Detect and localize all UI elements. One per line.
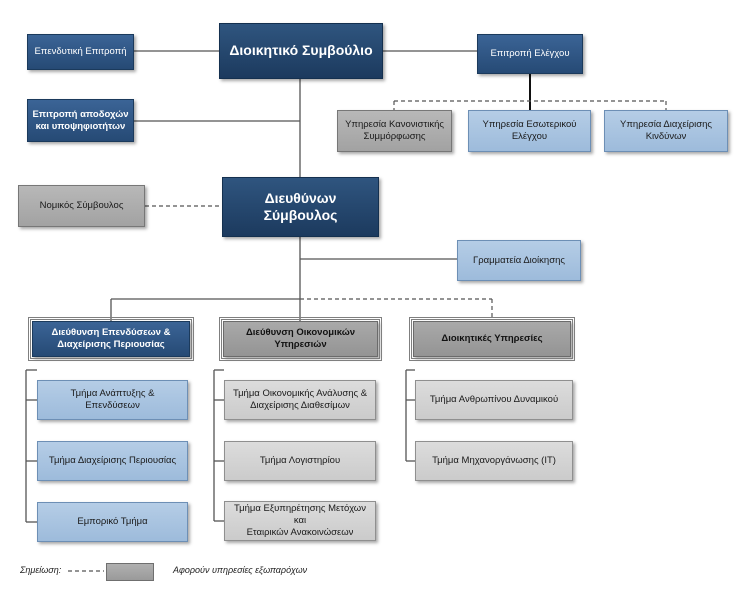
unit-financial-analysis-box: Τμήμα Οικονομικής Ανάλυσης & Διαχείρισης… <box>224 380 376 420</box>
internal-audit-service-line1: Υπηρεσία Εσωτερικού <box>482 119 577 131</box>
unit-development-box: Τμήμα Ανάπτυξης & Επενδύσεων <box>37 380 188 420</box>
dept-admin-box: Διοικητικές Υπηρεσίες <box>409 317 575 361</box>
unit-hr-box: Τμήμα Ανθρωπίνου Δυναμικού <box>415 380 573 420</box>
legend-swatch <box>106 563 154 581</box>
compliance-service-line2: Συμμόρφωσης <box>363 131 426 142</box>
unit-shareholders-line1: Τμήμα Εξυπηρέτησης Μετόχων και <box>234 503 366 527</box>
dept-admin-label: Διοικητικές Υπηρεσίες <box>441 333 543 345</box>
unit-shareholders-box: Τμήμα Εξυπηρέτησης Μετόχων και Εταιρικών… <box>224 501 376 541</box>
ceo-label: Διευθύνων Σύμβουλος <box>263 189 338 224</box>
unit-commercial-box: Εμπορικό Τμήμα <box>37 502 188 542</box>
unit-it-box: Τμήμα Μηχανοργάνωσης (IT) <box>415 441 573 481</box>
audit-committee-label: Επιτροπή Ελέγχου <box>490 48 570 60</box>
board-of-directors-label: Διοικητικό Συμβούλιο <box>229 42 373 59</box>
dept-investments-line2: Διαχείρισης Περιουσίας <box>57 339 165 350</box>
remuneration-committee-line2: και υποψηφιοτήτων <box>35 120 126 132</box>
investment-committee-box: Επενδυτική Επιτροπή <box>27 34 134 70</box>
compliance-service-box: Υπηρεσία Κανονιστικής Συμμόρφωσης <box>337 110 452 152</box>
legal-advisor-box: Νομικός Σύμβουλος <box>18 185 145 227</box>
dept-investments-box: Διεύθυνση Επενδύσεων & Διαχείρισης Περιο… <box>28 317 194 361</box>
unit-hr-label: Τμήμα Ανθρωπίνου Δυναμικού <box>429 394 559 406</box>
risk-management-service-box: Υπηρεσία Διαχείρισης Κινδύνων <box>604 110 728 152</box>
unit-financial-analysis-line1: Τμήμα Οικονομικής Ανάλυσης & <box>232 388 368 400</box>
unit-property-label: Τμήμα Διαχείρισης Περιουσίας <box>48 455 177 467</box>
remuneration-committee-line1: Επιτροπή αποδοχών <box>32 108 129 120</box>
risk-management-service-line1: Υπηρεσία Διαχείρισης <box>620 119 712 131</box>
unit-accounting-box: Τμήμα Λογιστηρίου <box>224 441 376 481</box>
legal-advisor-label: Νομικός Σύμβουλος <box>39 200 124 212</box>
dept-investments-line1: Διεύθυνση Επενδύσεων & <box>51 327 171 339</box>
audit-committee-box: Επιτροπή Ελέγχου <box>477 34 583 74</box>
secretariat-box: Γραμματεία Διοίκησης <box>457 240 581 281</box>
legend-description: Αφορούν υπηρεσίες εξωπαρόχων <box>173 565 308 575</box>
dept-finance-box: Διεύθυνση Οικονομικών Υπηρεσιών <box>219 317 382 361</box>
compliance-service-line1: Υπηρεσία Κανονιστικής <box>345 119 444 131</box>
unit-development-label: Τμήμα Ανάπτυξης & Επενδύσεων <box>70 388 155 411</box>
legend-note-label: Σημείωση: <box>20 565 62 575</box>
ceo-box: Διευθύνων Σύμβουλος <box>222 177 379 237</box>
internal-audit-service-line2: Ελέγχου <box>511 131 548 142</box>
unit-shareholders-line2: Εταιρικών Ανακοινώσεων <box>246 526 354 538</box>
secretariat-label: Γραμματεία Διοίκησης <box>473 254 565 266</box>
unit-commercial-label: Εμπορικό Τμήμα <box>77 516 148 528</box>
unit-it-label: Τμήμα Μηχανοργάνωσης (IT) <box>432 455 556 467</box>
risk-management-service-line2: Κινδύνων <box>645 131 687 142</box>
dept-finance-line1: Διεύθυνση Οικονομικών <box>245 327 356 339</box>
dept-finance-line2: Υπηρεσιών <box>274 339 327 350</box>
investment-committee-label: Επενδυτική Επιτροπή <box>34 46 127 58</box>
remuneration-committee-box: Επιτροπή αποδοχών και υποψηφιοτήτων <box>27 99 134 142</box>
unit-property-box: Τμήμα Διαχείρισης Περιουσίας <box>37 441 188 481</box>
unit-accounting-label: Τμήμα Λογιστηρίου <box>259 455 341 467</box>
board-of-directors-box: Διοικητικό Συμβούλιο <box>219 23 383 79</box>
unit-financial-analysis-line2: Διαχείρισης Διαθεσίμων <box>250 400 350 411</box>
internal-audit-service-box: Υπηρεσία Εσωτερικού Ελέγχου <box>468 110 591 152</box>
